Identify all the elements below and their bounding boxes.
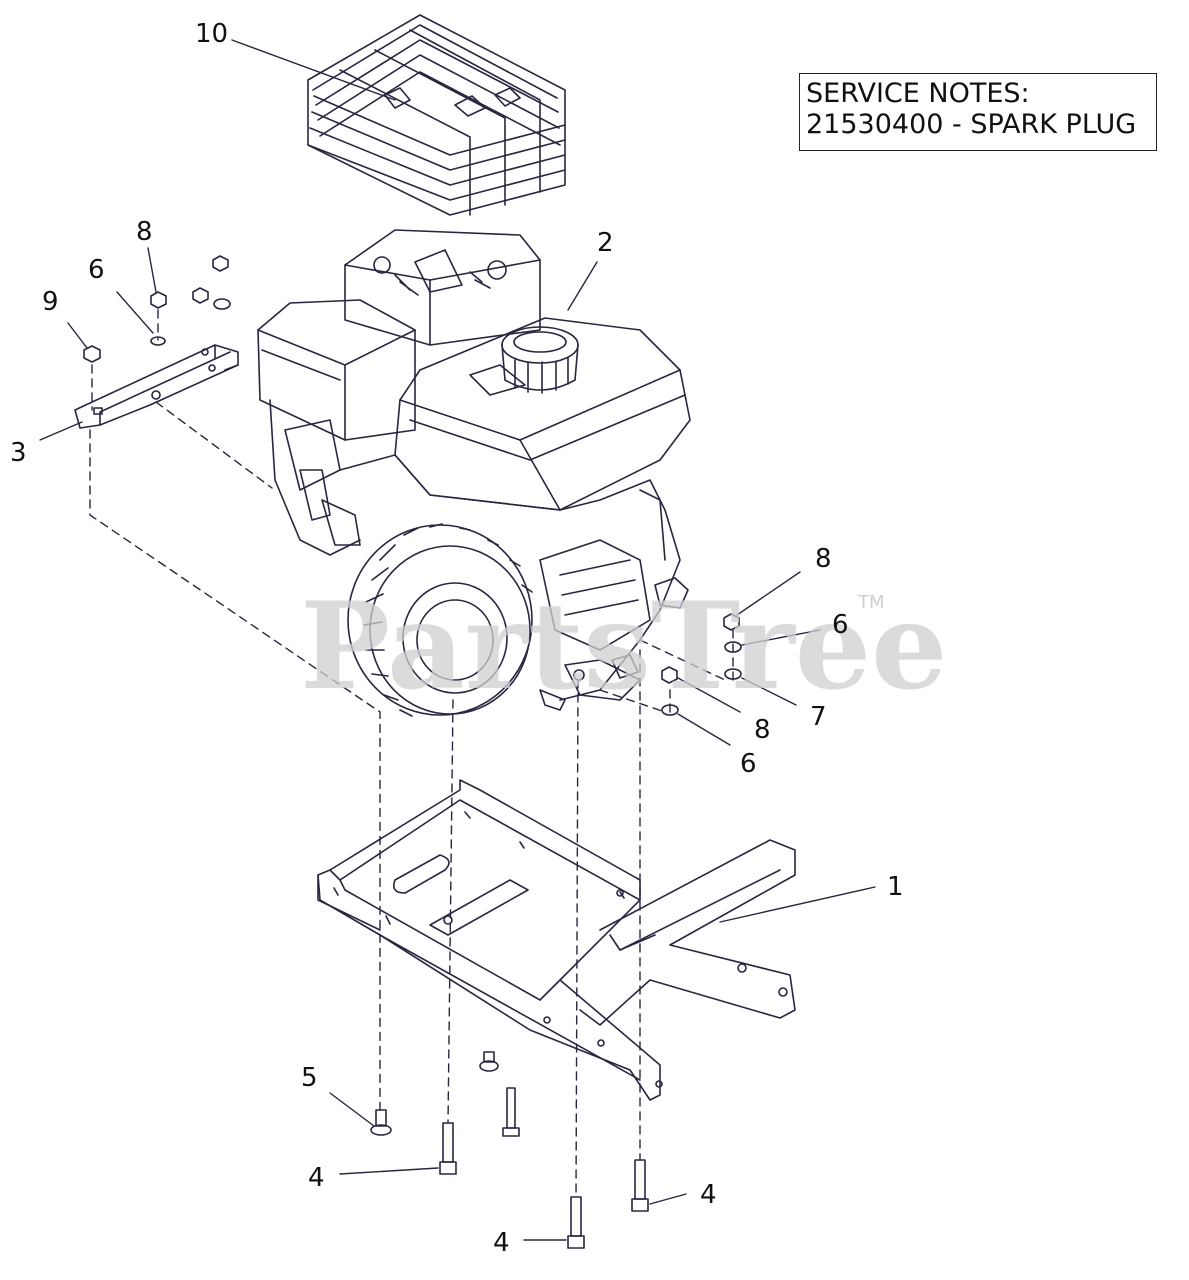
callout-5: 5 — [301, 1063, 318, 1093]
callout-8-right-lower: 8 — [754, 715, 771, 745]
mount-frame-part — [317, 779, 796, 1101]
callout-9: 9 — [42, 287, 59, 317]
leader-lines — [39, 39, 876, 1241]
hardware-parts — [83, 255, 742, 1249]
watermark-trademark: TM — [857, 592, 885, 613]
service-notes-line: 21530400 - SPARK PLUG — [806, 109, 1137, 140]
callout-4-right: 4 — [700, 1180, 717, 1210]
callout-8-right-upper: 8 — [815, 544, 832, 574]
wire-guard-part — [307, 14, 566, 216]
assembly-lines — [89, 309, 734, 1198]
callout-6-right-lower: 6 — [740, 749, 757, 779]
callout-6-top: 6 — [88, 255, 105, 285]
engine-part — [257, 229, 691, 717]
callout-3: 3 — [10, 438, 27, 468]
service-notes-heading: SERVICE NOTES: — [806, 78, 1030, 109]
watermark-text: PartsTree — [300, 576, 947, 717]
callout-7: 7 — [810, 702, 827, 732]
callout-8-top: 8 — [136, 217, 153, 247]
callout-4-left: 4 — [308, 1163, 325, 1193]
service-notes-box: SERVICE NOTES: 21530400 - SPARK PLUG — [799, 73, 1157, 151]
callout-10: 10 — [195, 19, 228, 49]
bracket-part — [74, 344, 239, 429]
callout-4-bottom: 4 — [493, 1228, 510, 1258]
callout-2: 2 — [597, 228, 614, 258]
callout-6-right-upper: 6 — [832, 610, 849, 640]
callout-1: 1 — [887, 872, 904, 902]
